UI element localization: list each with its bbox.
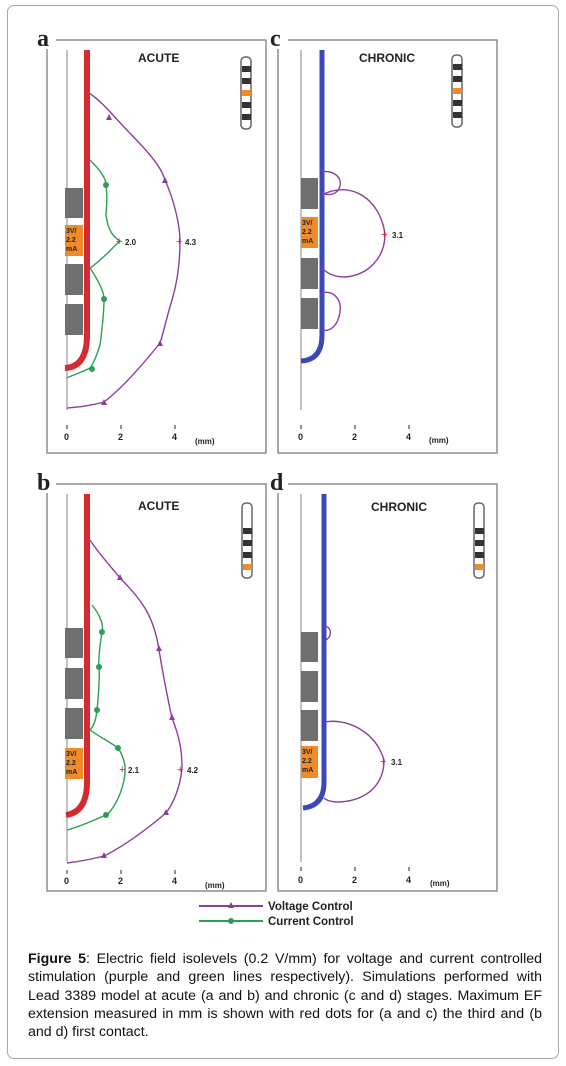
panel-b-active-contact [65,748,83,779]
panel-a-voltage-isoline [66,92,181,409]
svg-text:0: 0 [298,432,303,442]
svg-text:3V/: 3V/ [302,220,313,227]
panel-c-red-dot: + [381,229,387,241]
panel-a-frame [46,39,267,454]
svg-text:2: 2 [352,432,357,442]
panel-a-current-isoline [66,159,122,379]
svg-text:mA: mA [302,767,313,774]
svg-text:2: 2 [352,875,357,885]
svg-text:2: 2 [118,432,123,442]
panel-b-frame [46,483,267,892]
svg-text:3V/: 3V/ [66,751,77,758]
panel-d-active-contact [301,746,318,778]
panel-d-lead [302,494,327,811]
panel-d-voltage-isoline [323,625,385,803]
panel-d-title: CHRONIC [371,500,427,514]
panel-d-plot: 3V/ 2.2 mA + 3.1 0 2 4 (mm) [298,494,485,888]
svg-text:(mm): (mm) [205,881,225,890]
svg-text:4: 4 [406,432,411,442]
svg-text:2.2: 2.2 [302,229,312,236]
svg-text:4: 4 [172,432,177,442]
panel-c-letter: c [270,26,281,52]
panel-b-voltage-isoline [66,539,183,864]
svg-text:2.2: 2.2 [66,760,76,767]
panel-d-voltage-value: 3.1 [391,758,403,767]
panel-b-lead-icon [241,502,253,579]
svg-text:3V/: 3V/ [302,749,313,756]
panel-a-plot: 3V/ 2.2 mA + + 2.0 4.3 0 2 4 (mm) [64,50,252,446]
panel-c-voltage-isoline [321,170,386,332]
svg-text:4: 4 [172,876,177,886]
svg-text:2.2: 2.2 [66,237,76,244]
panel-c-lead-icon [451,54,463,128]
panel-d-frame [277,483,498,892]
svg-text:(mm): (mm) [429,436,449,445]
panel-a-active-contact [65,225,83,256]
panel-a-red-dot-current: + [116,236,122,248]
panel-c-active-contact [301,217,318,248]
svg-text:(mm): (mm) [195,437,215,446]
legend: Voltage Control Current Control [199,901,354,928]
panel-b-letter: b [37,470,50,496]
panel-b-red-dot-current: + [119,764,125,776]
panel-c-plot: 3V/ 2.2 mA + 3.1 0 2 4 (mm) [298,50,463,445]
panel-d-lead-icon [473,502,485,579]
panel-a-current-value: 2.0 [125,238,137,247]
svg-text:0: 0 [298,875,303,885]
svg-text:2.2: 2.2 [302,758,312,765]
figure-frame [7,5,559,1059]
panel-c-title: CHRONIC [359,51,415,65]
panel-b-title: ACUTE [138,499,179,513]
caption-text: : Electric field isolevels (0.2 V/mm) fo… [28,951,543,1041]
svg-text:0: 0 [64,876,69,886]
panel-a-lead [64,50,90,371]
legend-voltage-label: Voltage Control [268,901,353,913]
svg-text:mA: mA [302,238,313,245]
panel-a-voltage-value: 4.3 [185,238,197,247]
figure-graphic: a c b d ACUTE CHRONIC ACUTE CHRONIC 3V/ … [36,26,498,928]
panel-a-lead-icon [240,56,252,130]
panel-b-red-dot-voltage: + [177,764,183,776]
svg-text:3V/: 3V/ [66,228,77,235]
panel-c-frame [277,39,498,454]
caption-label: Figure 5 [28,951,86,967]
svg-text:4: 4 [406,875,411,885]
svg-text:(mm): (mm) [430,879,450,888]
panel-a-red-dot-voltage: + [176,236,182,248]
panel-a-letter: a [37,26,49,52]
panel-d-letter: d [270,470,284,496]
svg-text:mA: mA [66,769,77,776]
panel-c-lead [300,50,325,364]
panel-b-voltage-value: 4.2 [187,766,199,775]
svg-text:0: 0 [64,432,69,442]
panel-d-red-dot: + [380,756,386,768]
panel-b-plot: 3V/ 2.2 mA + + 2.1 4.2 0 2 4 (mm) [64,494,253,890]
panel-b-current-isoline [66,604,126,831]
svg-text:2: 2 [118,876,123,886]
panel-b-lead [65,494,90,818]
panel-a-title: ACUTE [138,51,179,65]
legend-current-label: Current Control [268,916,354,928]
figure-caption: Figure 5: Electric field isolevels (0.2 … [28,950,542,1041]
panel-c-voltage-value: 3.1 [392,231,404,240]
svg-text:mA: mA [66,246,77,253]
panel-b-current-value: 2.1 [128,766,140,775]
